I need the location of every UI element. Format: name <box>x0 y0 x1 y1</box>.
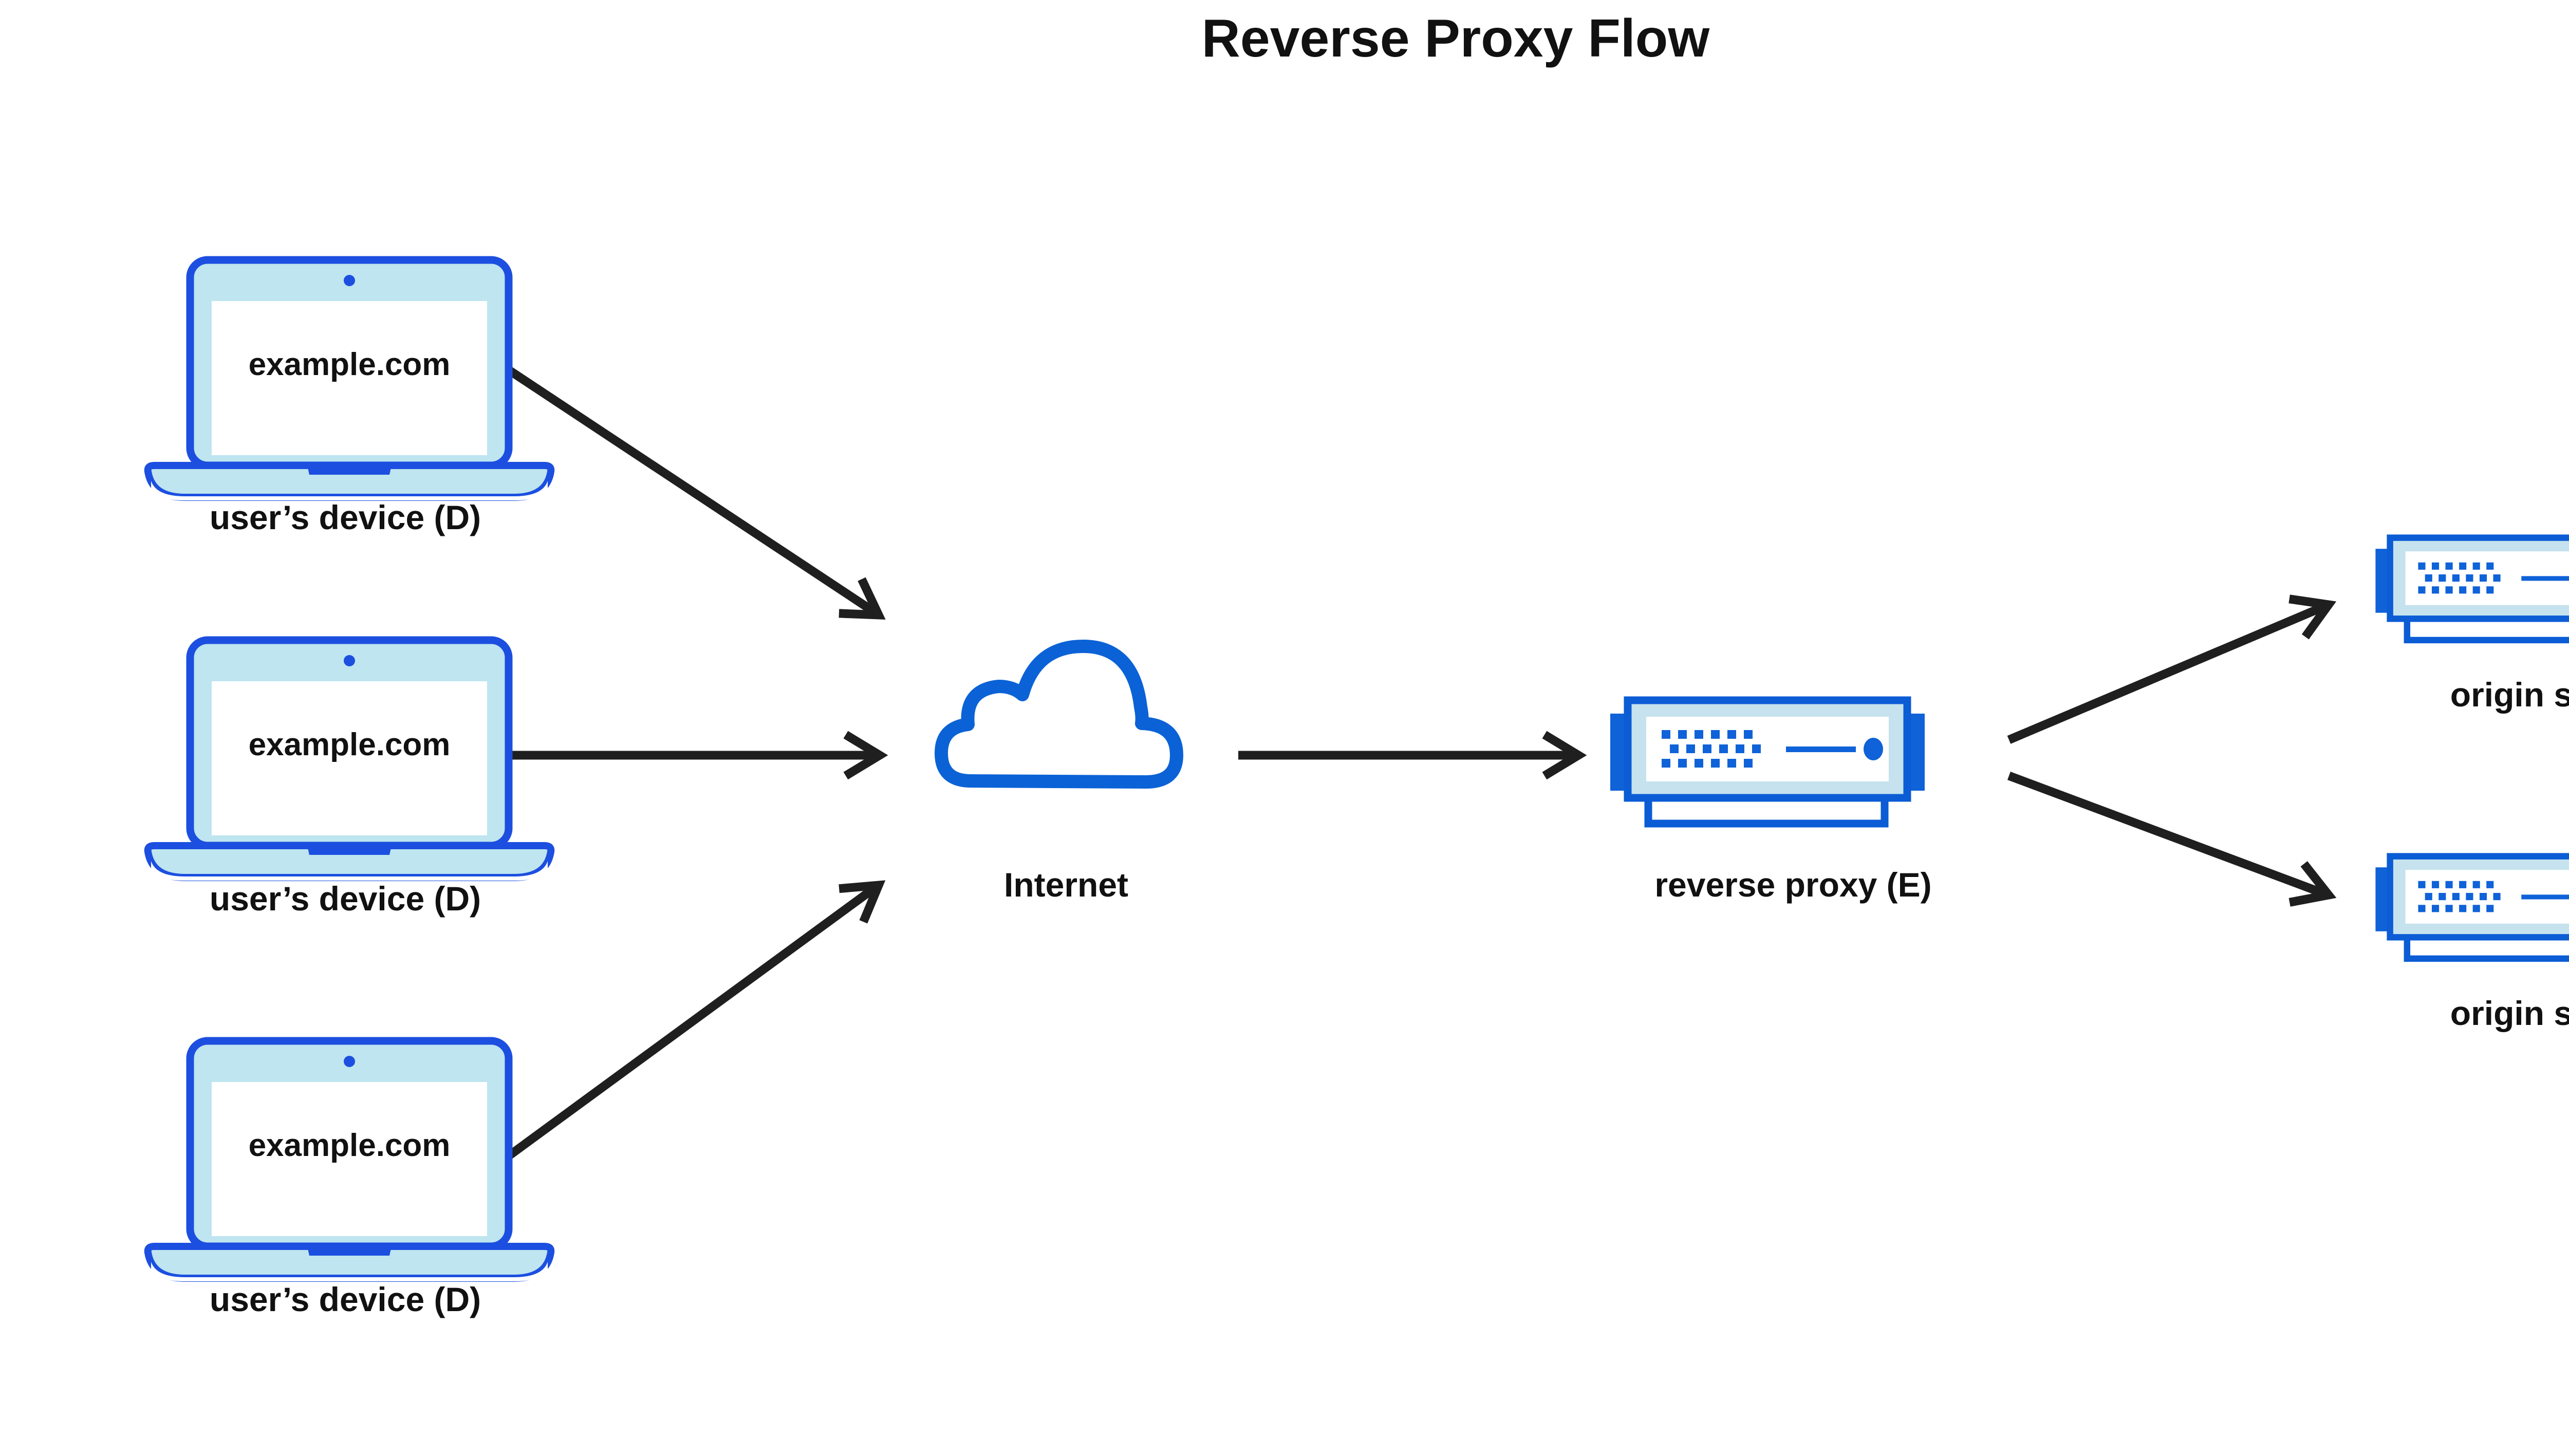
reverse-proxy-label: reverse proxy (E) <box>1654 866 1931 904</box>
device-label: user’s device (D) <box>210 880 481 918</box>
page-title: Reverse Proxy Flow <box>1202 9 1710 68</box>
edge-internet-to-proxy <box>1238 735 1578 776</box>
node-origin-server-2[interactable]: origin server (F) <box>2375 856 2569 1032</box>
node-user-device-3[interactable]: example.com user’s device (D) <box>148 1041 551 1318</box>
node-internet[interactable]: Internet <box>941 646 1177 904</box>
server-icon <box>1610 700 1925 824</box>
node-user-device-2[interactable]: example.com user’s device (D) <box>148 640 551 918</box>
device-screen-text: example.com <box>249 347 451 382</box>
device-screen-text: example.com <box>249 1128 451 1163</box>
node-origin-server-1[interactable]: origin server (F) <box>2375 538 2569 714</box>
cloud-icon <box>941 646 1177 782</box>
origin-server-label: origin server (F) <box>2450 994 2569 1032</box>
edge-device1-to-internet <box>506 366 890 632</box>
node-user-device-1[interactable]: example.com user’s device (D) <box>148 260 551 536</box>
server-icon <box>2375 538 2569 640</box>
edge-device3-to-internet <box>506 869 891 1160</box>
node-reverse-proxy[interactable]: reverse proxy (E) <box>1610 700 1932 904</box>
internet-label: Internet <box>1004 866 1128 904</box>
server-icon <box>2375 856 2569 959</box>
edge-proxy-to-origin1 <box>2007 586 2337 744</box>
device-label: user’s device (D) <box>210 498 481 536</box>
edge-device2-to-internet <box>509 735 880 776</box>
origin-server-label: origin server (F) <box>2450 676 2569 714</box>
edge-proxy-to-origin2 <box>2007 772 2336 914</box>
device-screen-text: example.com <box>249 727 451 762</box>
device-label: user’s device (D) <box>210 1280 481 1318</box>
